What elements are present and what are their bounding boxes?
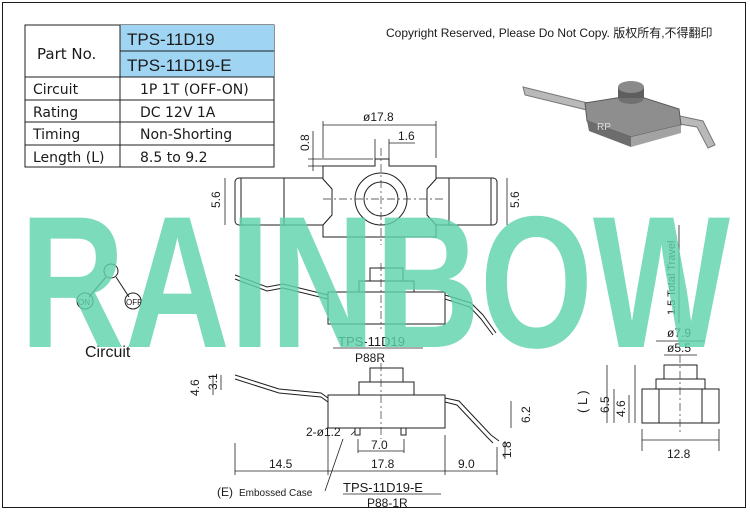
rating-value: DC 12V 1A [140, 105, 216, 121]
circuit-off-label: OFF [126, 298, 142, 307]
part-number-1: TPS-11D19 [127, 30, 215, 49]
circuit-title: Circuit [85, 344, 131, 361]
product-badge: RP [597, 122, 611, 133]
embossed-text: Embossed Case [239, 488, 313, 499]
circuit-on-label: ON [78, 298, 90, 307]
datasheet-frame: Part No. TPS-11D19 TPS-11D19-E Circuit 1… [2, 2, 746, 508]
rainbow-watermark: RAINBOW [20, 177, 730, 387]
top-view-drawing: ø17.8 1.6 0.8 5.6 5.6 [209, 110, 522, 245]
technical-drawing: Part No. TPS-11D19 TPS-11D19-E Circuit 1… [20, 24, 730, 508]
end-length-label: ( L ) [575, 390, 590, 413]
part-number-2: TPS-11D19-E [127, 56, 232, 75]
top-width-dim: ø17.8 [363, 110, 394, 124]
end-inner-dia-dim: ø5.5 [667, 341, 691, 355]
rating-label: Rating [33, 105, 78, 121]
end-inner-height-dim: 4.6 [614, 400, 628, 417]
timing-label: Timing [32, 127, 80, 143]
model-b-part: TPS-11D19-E [343, 480, 423, 495]
top-hole-dim: 1.6 [398, 129, 415, 143]
top-right-height-dim: 5.6 [508, 191, 522, 208]
model-b-code: P88-1R [367, 496, 408, 508]
side-right-length-dim: 9.0 [458, 457, 475, 471]
end-outer-dia-dim: ø7.9 [667, 326, 691, 340]
top-notch-dim: 0.8 [298, 134, 312, 151]
side-h2-dim: 3.1 [206, 373, 220, 390]
end-total-height-dim: 6.5 [598, 396, 612, 413]
front-view-drawing: TPS-11D19 P88R [234, 263, 497, 365]
length-label: Length (L) [33, 150, 104, 166]
top-left-height-dim: 5.6 [209, 191, 223, 208]
model-a-part: TPS-11D19 [338, 334, 405, 349]
side-h1-dim: 4.6 [188, 379, 202, 396]
end-view-drawing: ø7.9 ø5.5 ( L ) 6.5 4.6 12.8 1.5 Total T… [575, 225, 720, 461]
circuit-label: Circuit [33, 82, 79, 98]
end-travel-dim: 1.5 Total Travel [666, 241, 678, 315]
side-holes-dim: 2-ø1.2 [306, 425, 341, 439]
end-width-dim: 12.8 [667, 447, 691, 461]
side-pitch-dim: 7.0 [371, 438, 388, 452]
side-left-length-dim: 14.5 [269, 457, 293, 471]
side-body-height-dim: 6.2 [519, 406, 533, 423]
part-no-label: Part No. [37, 45, 96, 63]
side-body-length-dim: 17.8 [371, 457, 395, 471]
circuit-symbol: ON OFF Circuit [76, 263, 142, 361]
circuit-value: 1P 1T (OFF-ON) [140, 82, 249, 98]
product-image: RP [522, 81, 716, 149]
model-a-code: P88R [355, 351, 385, 365]
spec-table: Part No. TPS-11D19 TPS-11D19-E Circuit 1… [24, 24, 275, 168]
side-lead-height-dim: 1.8 [500, 441, 514, 458]
timing-value: Non-Shorting [140, 127, 232, 143]
embossed-label: (E) [217, 485, 233, 499]
side-view-drawing: 4.6 3.1 2-ø1.2 7.0 14.5 17.8 9.0 6.2 1.8… [188, 363, 533, 508]
length-value: 8.5 to 9.2 [140, 150, 207, 166]
copyright-notice: Copyright Reserved, Please Do Not Copy. … [386, 25, 713, 40]
